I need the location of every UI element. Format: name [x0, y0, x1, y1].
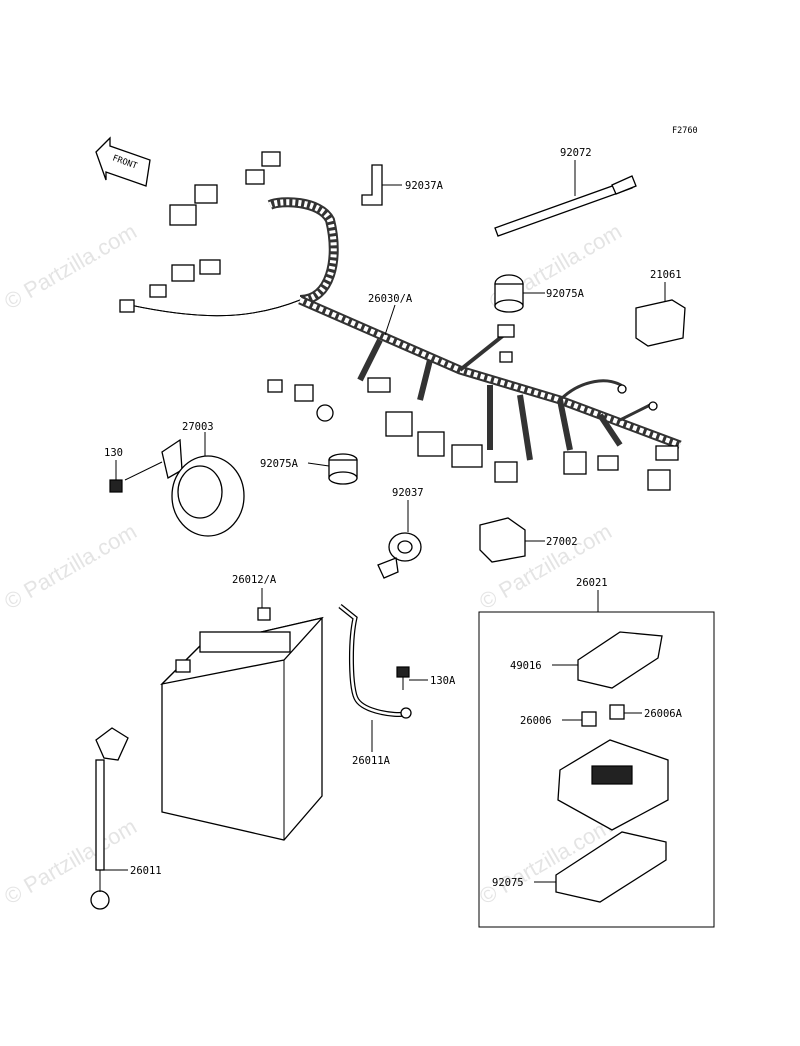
label-21061: 21061 — [650, 269, 682, 281]
label-27002: 27002 — [546, 536, 578, 548]
wiring-harness — [119, 151, 682, 491]
label-27003: 27003 — [182, 421, 214, 433]
label-92072: 92072 — [560, 147, 592, 159]
grommet-92075A-mid — [307, 453, 358, 485]
label-92075A-mid: 92075A — [260, 458, 299, 470]
bolt-130 — [109, 460, 123, 493]
watermark: © Partzilla.com — [0, 814, 141, 910]
band-92072 — [494, 160, 637, 237]
clamp-92037A — [361, 164, 402, 206]
label-26011: 26011 — [130, 865, 162, 877]
label-92075A-top: 92075A — [546, 288, 585, 300]
relay-27002 — [479, 517, 545, 563]
horn-27003 — [124, 432, 245, 537]
label-26011A: 26011A — [352, 755, 391, 767]
label-26012A: 26012/A — [232, 574, 277, 586]
clamp-92037 — [377, 500, 422, 579]
grommet-92075A-top — [494, 274, 545, 313]
label-92075: 92075 — [492, 877, 524, 889]
label-26021: 26021 — [576, 577, 608, 589]
watermark: © Partzilla.com — [0, 519, 141, 615]
fuse-box-26021 — [478, 590, 715, 928]
label-92037A: 92037A — [405, 180, 444, 192]
label-130: 130 — [104, 447, 123, 459]
cable-26011 — [90, 727, 129, 910]
label-26030A: 26030/A — [368, 293, 413, 305]
bolt-130A — [396, 666, 428, 690]
front-arrow-icon: FRONT — [95, 136, 151, 187]
label-130A: 130A — [430, 675, 456, 687]
label-49016: 49016 — [510, 660, 542, 672]
label-26006: 26006 — [520, 715, 552, 727]
label-92037: 92037 — [392, 487, 424, 499]
relay-21061 — [635, 282, 686, 347]
battery-26012A — [160, 588, 324, 841]
label-26006A: 26006A — [644, 708, 683, 720]
diagram-code: F2760 — [672, 126, 698, 136]
cable-26011A — [338, 604, 412, 752]
